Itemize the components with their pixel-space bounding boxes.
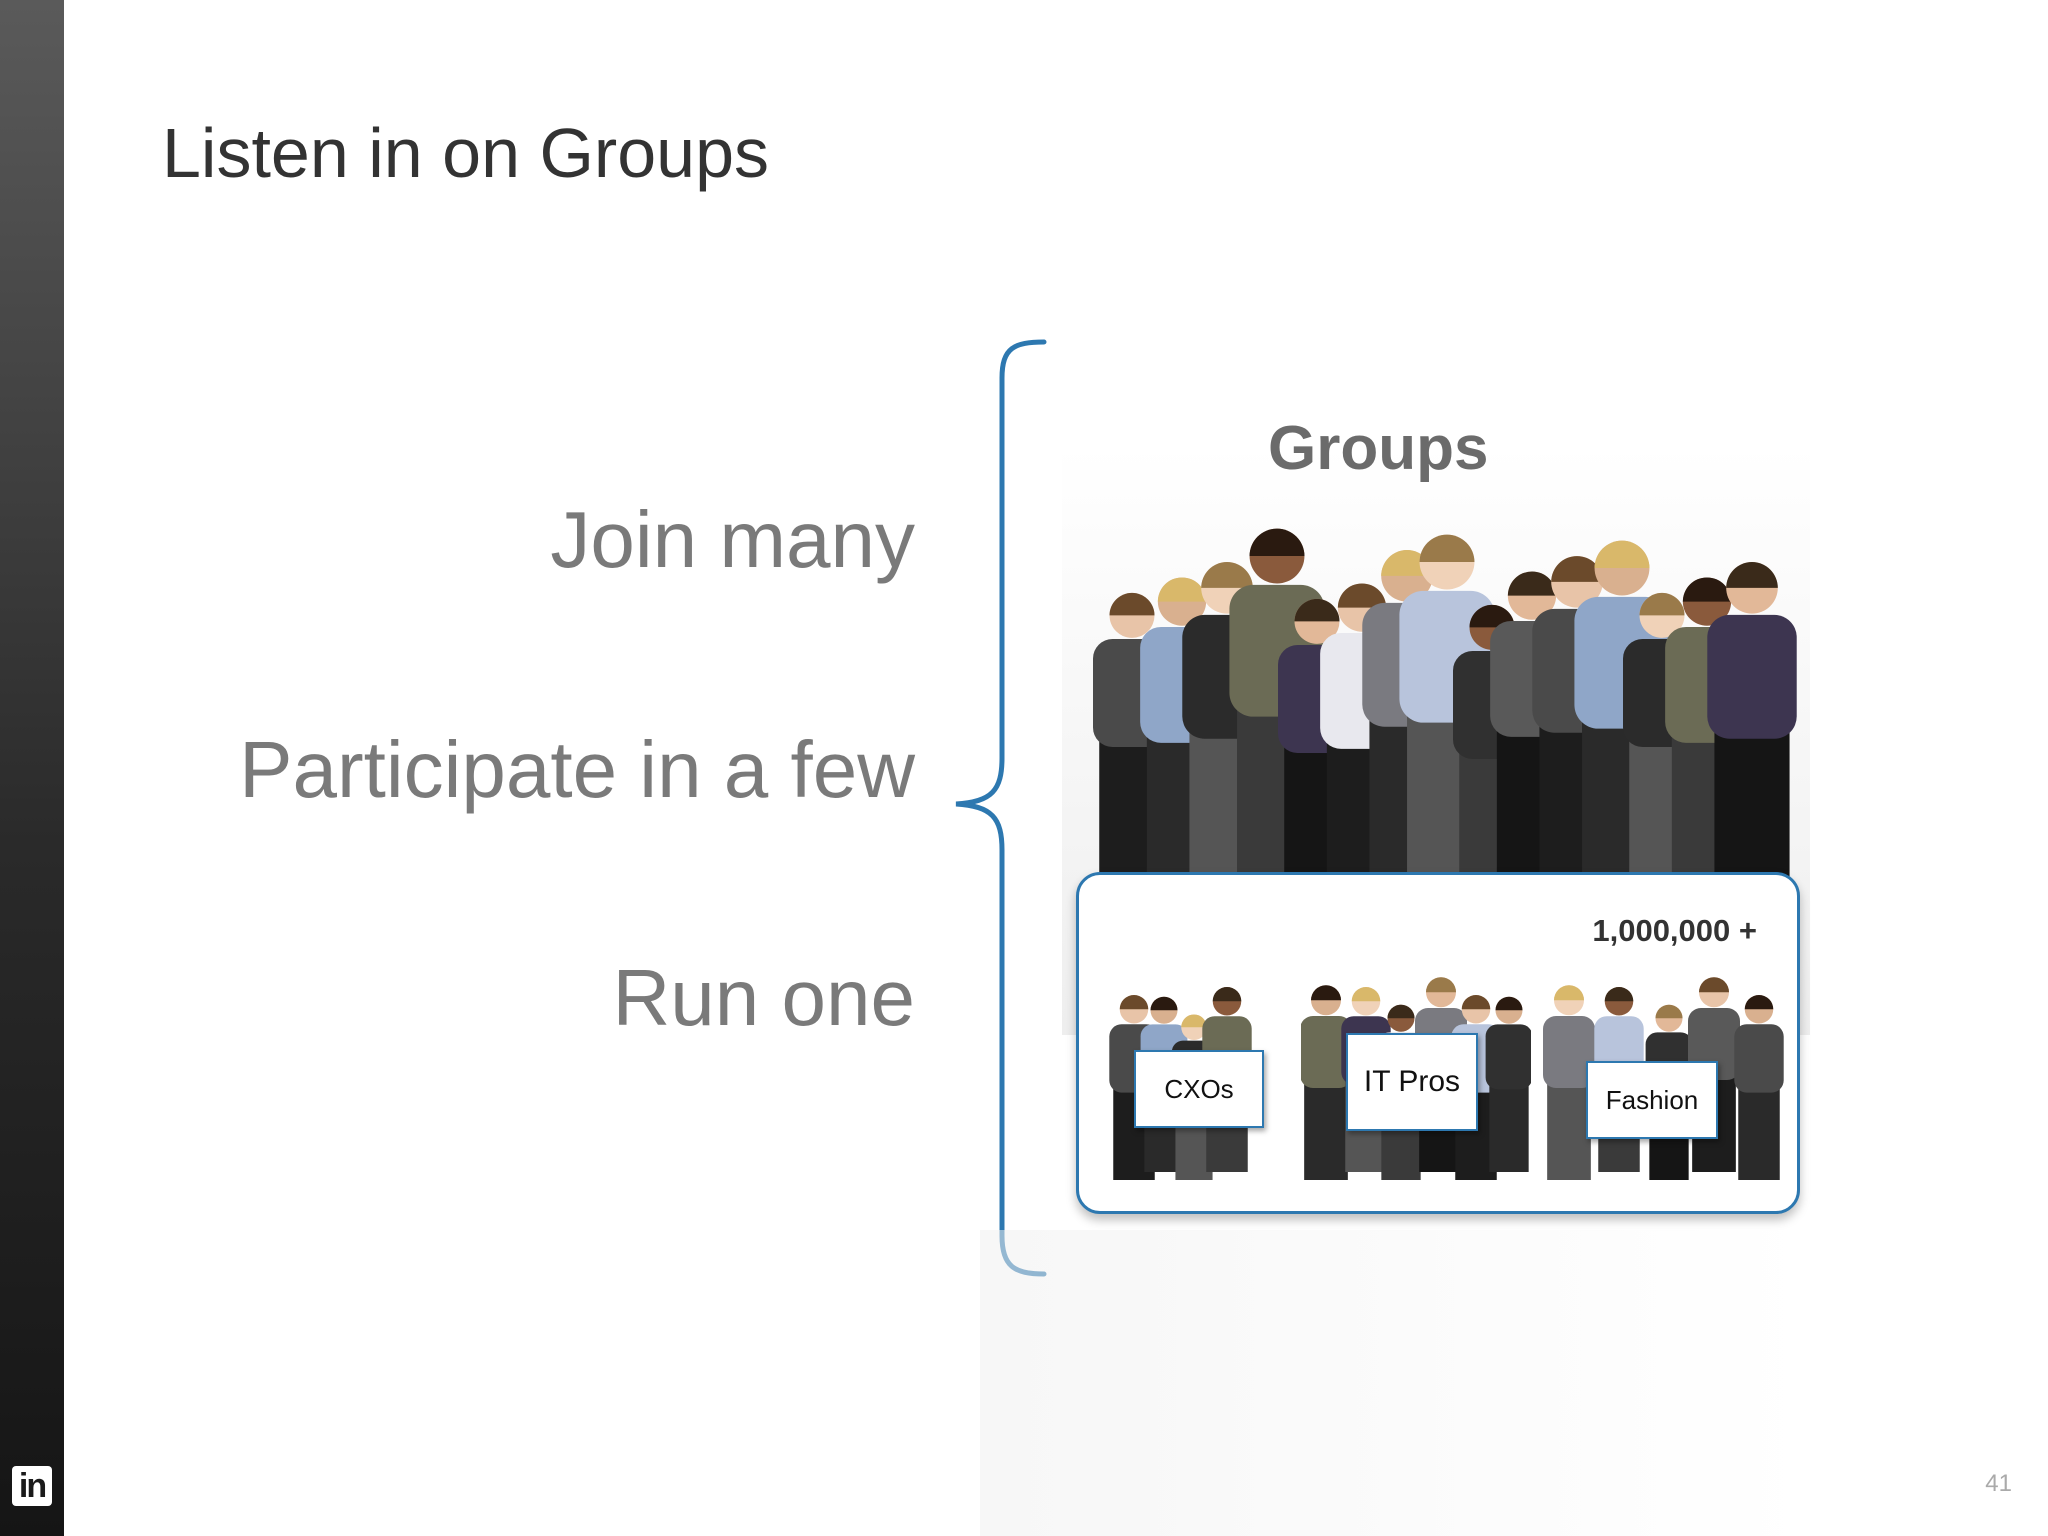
groups-panel: 1,000,000 + CXOs IT Pros Fashion	[1076, 872, 1800, 1214]
bullet-participate: Participate in a few	[239, 725, 915, 814]
group-label-fashion: Fashion	[1586, 1061, 1718, 1139]
group-photo	[1062, 445, 1810, 1035]
group-label-cxos: CXOs	[1134, 1050, 1264, 1128]
slide-title: Listen in on Groups	[162, 114, 770, 192]
bullet-run-one: Run one	[612, 953, 915, 1042]
page-number: 41	[1985, 1470, 2012, 1497]
bullet-join-many: Join many	[550, 495, 915, 584]
side-bar: in	[0, 0, 64, 1536]
member-count: 1,000,000 +	[1592, 913, 1757, 948]
linkedin-logo-icon: in	[12, 1466, 52, 1506]
curly-brace-icon	[955, 339, 1047, 1277]
group-label-it-pros: IT Pros	[1346, 1033, 1478, 1131]
photo-fade	[980, 1230, 1810, 1536]
photo-heading: Groups	[1268, 414, 1489, 483]
